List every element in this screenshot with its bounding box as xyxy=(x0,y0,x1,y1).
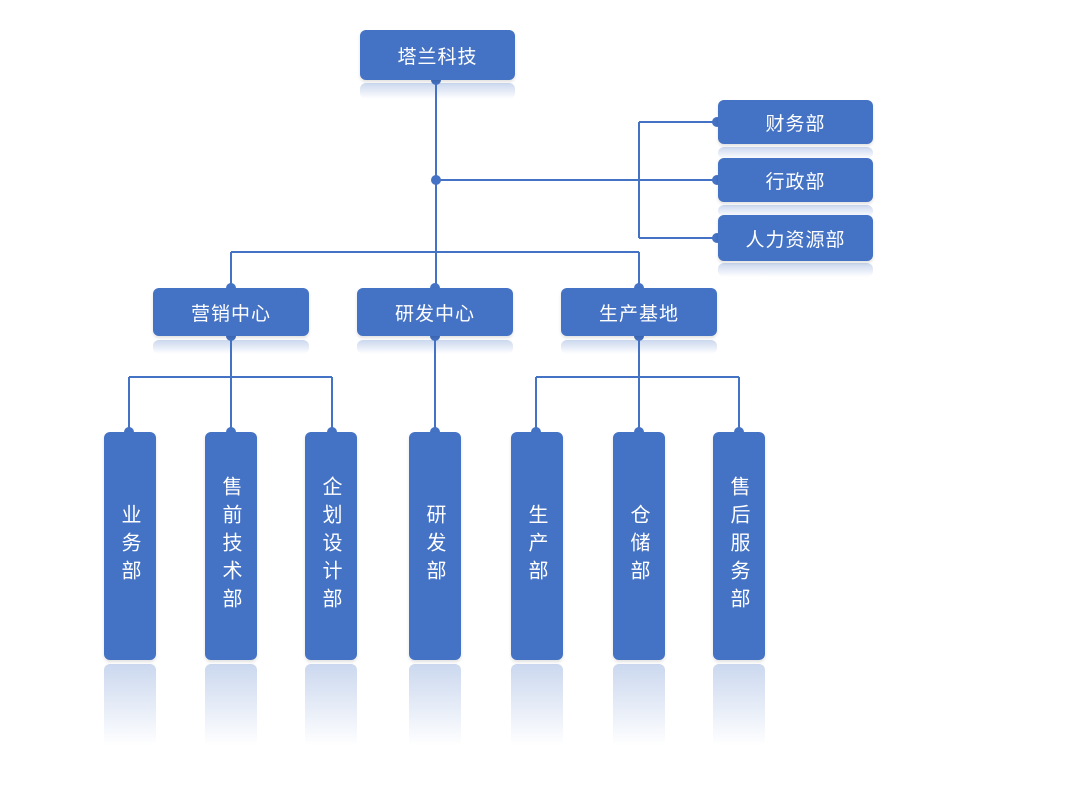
node-dept-sales: 业务部 xyxy=(104,432,156,660)
node-staff-admin: 行政部 xyxy=(718,158,873,202)
node-dept-aftersales: 售后服务部 xyxy=(713,432,765,660)
node-staff-hr: 人力资源部 xyxy=(718,215,873,261)
reflection-dept-4 xyxy=(409,664,461,746)
reflection-production xyxy=(561,340,717,354)
reflection-finance xyxy=(718,147,873,159)
reflection-rnd xyxy=(357,340,513,354)
node-center-rnd: 研发中心 xyxy=(357,288,513,336)
node-center-production: 生产基地 xyxy=(561,288,717,336)
node-dept-planning: 企划设计部 xyxy=(305,432,357,660)
reflection-dept-5 xyxy=(511,664,563,746)
reflection-admin xyxy=(718,205,873,217)
reflection-dept-1 xyxy=(104,664,156,746)
reflection-dept-6 xyxy=(613,664,665,746)
junction-dot-staff xyxy=(431,175,441,185)
node-staff-finance: 财务部 xyxy=(718,100,873,144)
node-dept-warehouse: 仓储部 xyxy=(613,432,665,660)
node-root: 塔兰科技 xyxy=(360,30,515,80)
reflection-hr xyxy=(718,263,873,277)
reflection-marketing xyxy=(153,340,309,354)
reflection-dept-3 xyxy=(305,664,357,746)
reflection-root xyxy=(360,83,515,99)
reflection-dept-7 xyxy=(713,664,765,746)
node-dept-production: 生产部 xyxy=(511,432,563,660)
node-dept-presales: 售前技术部 xyxy=(205,432,257,660)
reflection-dept-2 xyxy=(205,664,257,746)
node-center-marketing: 营销中心 xyxy=(153,288,309,336)
node-dept-rnd: 研发部 xyxy=(409,432,461,660)
